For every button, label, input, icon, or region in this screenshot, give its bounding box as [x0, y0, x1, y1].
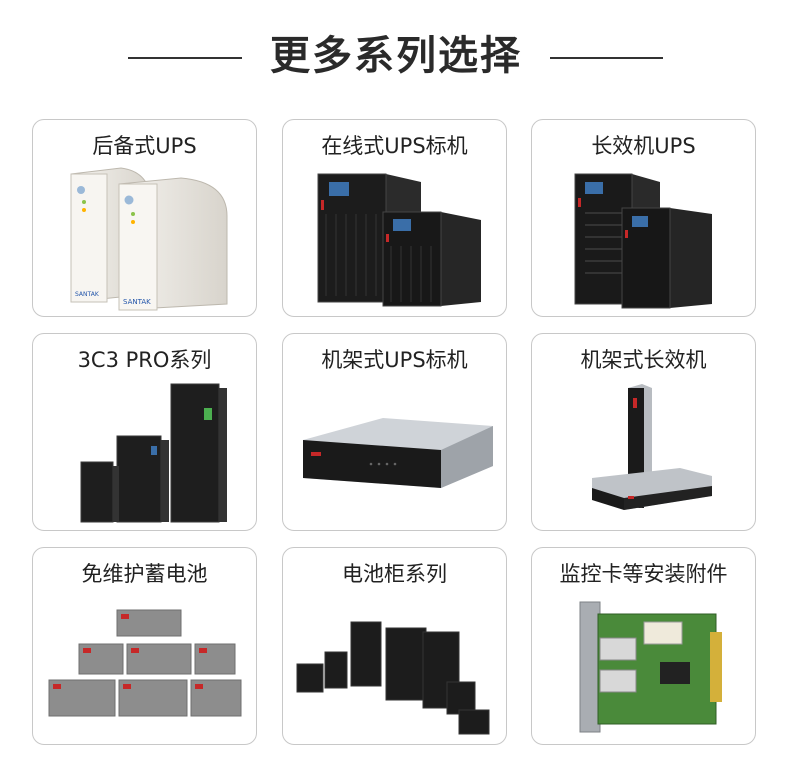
- product-label: 后备式UPS: [92, 134, 197, 158]
- product-label: 长效机UPS: [591, 134, 696, 158]
- product-label: 免维护蓄电池: [81, 562, 208, 586]
- svg-text:SANTAK: SANTAK: [123, 298, 151, 306]
- product-card-snmp-card[interactable]: 监控卡等安装附件: [531, 547, 756, 745]
- product-card-battery-cabinet[interactable]: 电池柜系列: [282, 547, 507, 745]
- product-label: 电池柜系列: [342, 562, 447, 586]
- product-label: 机架式长效机: [580, 348, 707, 372]
- battery-cabinet-image: [291, 592, 498, 740]
- rack-ups-image: [291, 378, 498, 526]
- header-divider-right: [550, 57, 663, 59]
- section-header: 更多系列选择: [0, 0, 790, 110]
- product-card-battery[interactable]: 免维护蓄电池: [32, 547, 257, 745]
- section-title: 更多系列选择: [270, 33, 522, 79]
- product-card-long-runtime-ups[interactable]: 长效机UPS: [531, 119, 756, 317]
- three-phase-ups-image: [41, 378, 248, 526]
- product-card-backup-ups[interactable]: 后备式UPS SANTAK SANTAK: [32, 119, 257, 317]
- battery-image: [41, 592, 248, 740]
- rack-long-runtime-ups-image: [540, 378, 747, 526]
- product-card-rack-ups[interactable]: 机架式UPS标机: [282, 333, 507, 531]
- product-card-three-phase-ups[interactable]: 3C3 PRO系列: [32, 333, 257, 531]
- long-runtime-ups-image: [540, 164, 747, 312]
- product-label: 机架式UPS标机: [321, 348, 468, 372]
- online-ups-tower-image: [291, 164, 498, 312]
- product-card-online-ups-tower[interactable]: 在线式UPS标机: [282, 119, 507, 317]
- product-label: 监控卡等安装附件: [559, 562, 728, 586]
- header-divider-left: [128, 57, 242, 59]
- product-card-rack-long-runtime-ups[interactable]: 机架式长效机: [531, 333, 756, 531]
- product-label: 在线式UPS标机: [321, 134, 468, 158]
- product-label: 3C3 PRO系列: [77, 348, 212, 372]
- snmp-card-image: [540, 592, 747, 740]
- svg-text:SANTAK: SANTAK: [75, 291, 100, 298]
- backup-ups-image: SANTAK SANTAK: [41, 164, 248, 312]
